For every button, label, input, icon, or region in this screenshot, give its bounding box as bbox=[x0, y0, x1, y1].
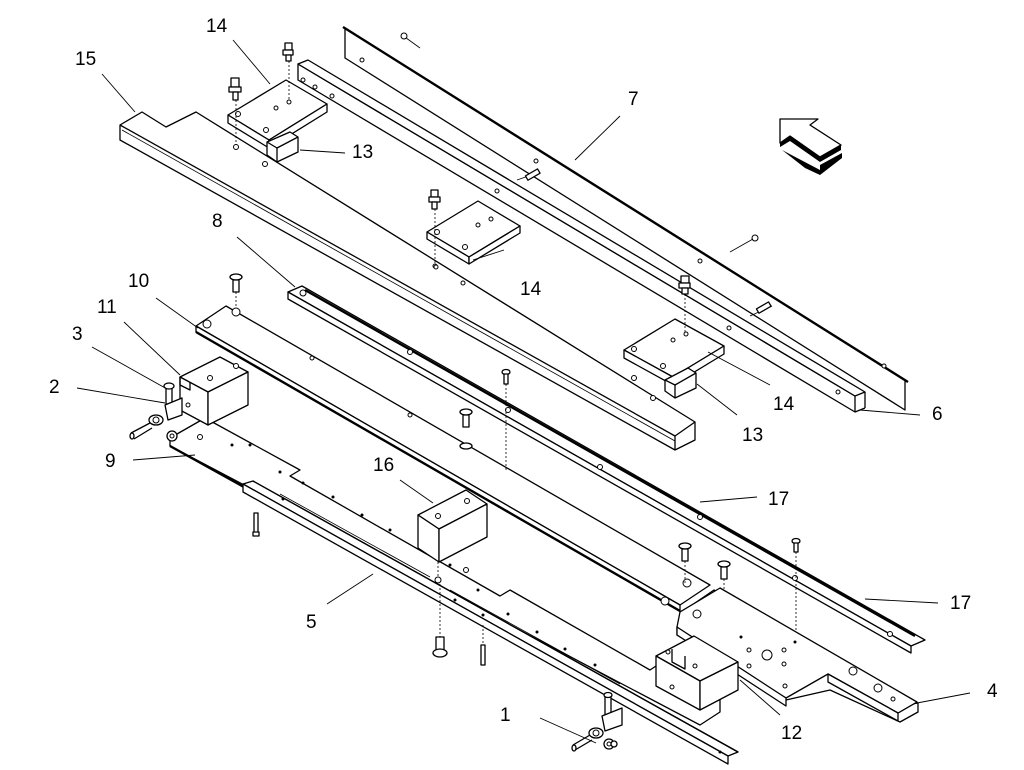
callout-17-lower: 17 bbox=[950, 593, 972, 614]
arrow-up-left-icon bbox=[779, 118, 842, 175]
callout-13-upper: 13 bbox=[352, 142, 374, 163]
callout-9: 9 bbox=[105, 451, 116, 472]
callout-2: 2 bbox=[49, 377, 60, 398]
part-14-bracket-b bbox=[426, 200, 521, 265]
callout-10: 10 bbox=[128, 271, 150, 292]
callout-17-upper: 17 bbox=[768, 489, 790, 510]
callout-16: 16 bbox=[373, 455, 395, 476]
part-8-rail bbox=[287, 285, 926, 654]
callout-14-right: 14 bbox=[773, 394, 795, 415]
part-13-block-a bbox=[266, 131, 299, 163]
part-13-block-b bbox=[664, 367, 697, 399]
part-10-plate bbox=[195, 305, 711, 613]
bolts-bracket-a bbox=[228, 42, 294, 150]
callout-1: 1 bbox=[500, 705, 511, 726]
callout-3: 3 bbox=[72, 324, 83, 345]
bolts-part-5 bbox=[252, 512, 486, 666]
callout-7: 7 bbox=[628, 89, 639, 110]
callout-15: 15 bbox=[75, 49, 97, 70]
callout-14-top: 14 bbox=[206, 16, 228, 37]
part-11-block bbox=[179, 356, 249, 426]
leader-lines bbox=[76, 39, 971, 744]
part-1-rod-end bbox=[571, 691, 623, 752]
screws-part-7 bbox=[516, 168, 773, 317]
callout-8: 8 bbox=[212, 211, 223, 232]
callout-14-middle: 14 bbox=[520, 279, 542, 300]
callout-6: 6 bbox=[932, 404, 943, 425]
bolts-bracket-c bbox=[678, 275, 691, 334]
callout-11: 11 bbox=[97, 297, 117, 318]
part-5-lower-rail bbox=[242, 480, 739, 765]
part-16-block bbox=[417, 489, 488, 584]
callout-12: 12 bbox=[781, 723, 803, 744]
screws-plate-10 bbox=[229, 273, 801, 640]
part-15-channel bbox=[119, 111, 696, 451]
part-2-3-rod-end-left bbox=[129, 382, 183, 442]
bolts-bracket-b bbox=[428, 189, 441, 270]
part-14-bracket-c bbox=[623, 318, 725, 386]
callout-4: 4 bbox=[987, 681, 998, 702]
part-12-block bbox=[655, 635, 739, 711]
callout-13-lower: 13 bbox=[742, 425, 764, 446]
part-7-cover-plate bbox=[342, 25, 909, 411]
callout-5: 5 bbox=[306, 612, 317, 633]
part-6-bar bbox=[297, 59, 866, 413]
